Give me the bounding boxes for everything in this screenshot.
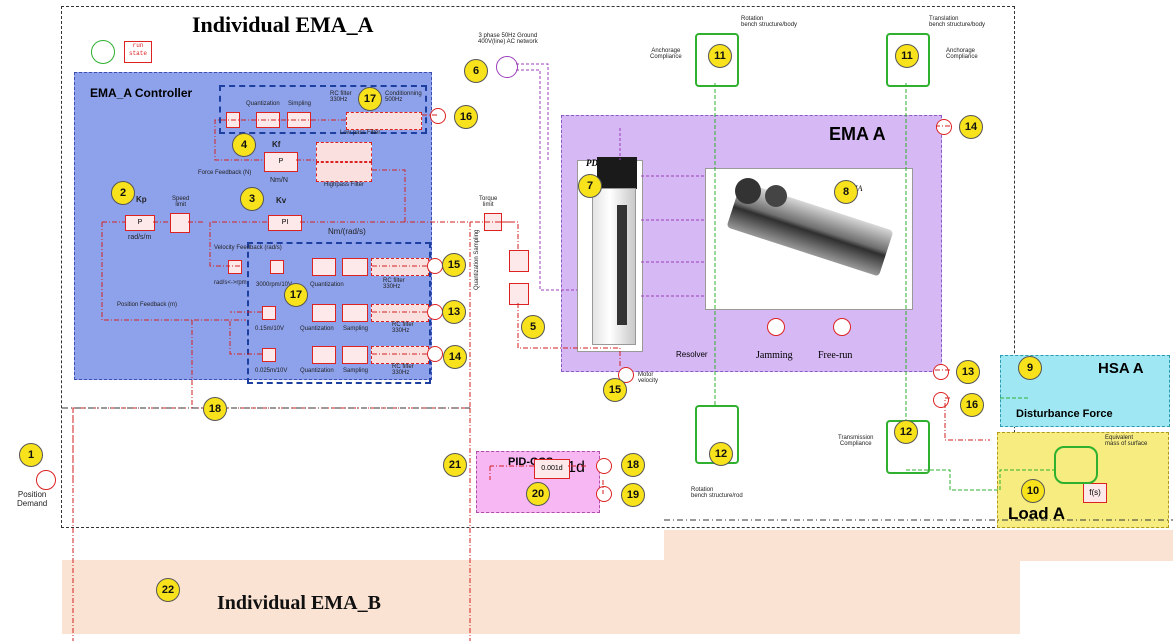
cond-rc-label: RC filter 330Hz: [330, 91, 352, 103]
rotation-rod-label: Rotation bench structure/rod: [691, 487, 743, 499]
pos-b-quant-label: Quantization: [300, 368, 334, 374]
marker-1: 1: [19, 443, 43, 467]
velocity-feedback-label: Velocity Feedback (rad/s): [214, 245, 282, 251]
marker-14-controller: 14: [443, 345, 467, 369]
marker-21: 21: [443, 453, 467, 477]
marker-15-ema: 15: [603, 378, 627, 402]
rad-s-m-label: rad/s/m: [128, 234, 151, 241]
anchorage-left-label: Anchorage Compliance: [650, 48, 682, 60]
pos-a-sampling-label: Sampling: [343, 326, 368, 332]
translation-body-label: Translation bench structure/body: [929, 16, 985, 28]
marker-13-controller: 13: [442, 300, 466, 324]
kp-label: Kp: [136, 195, 147, 204]
marker-20: 20: [526, 482, 550, 506]
pos-b-sampling-label: Sampling: [343, 368, 368, 374]
nm-rad-s-label: Nm/(rad/s): [328, 227, 366, 236]
marker-3: 3: [240, 187, 264, 211]
rad-rpm-label: rad/s<->rpm: [214, 280, 247, 286]
pos-a-quant-label: Quantization: [300, 326, 334, 332]
marker-11-right: 11: [895, 44, 919, 68]
low-pass-label: Low pass Filter: [340, 130, 380, 136]
marker-18-controller: 18: [203, 397, 227, 421]
transmission-label: Transmission Compliance: [838, 435, 873, 447]
nm-n-label: Nm/N: [270, 177, 288, 184]
marker-16-hsa: 16: [960, 393, 984, 417]
marker-14-ema: 14: [959, 115, 983, 139]
marker-9: 9: [1018, 356, 1042, 380]
motor-velocity-label: Motor velocity: [638, 372, 658, 384]
position-demand-label: Position Demand: [17, 490, 47, 508]
speed-limit-label: Speed limit: [172, 196, 189, 208]
marker-17-mid: 17: [284, 283, 308, 307]
marker-8: 8: [834, 180, 858, 204]
marker-2: 2: [111, 181, 135, 205]
marker-7: 7: [578, 174, 602, 198]
position-feedback-label: Position Feedback (m): [117, 302, 177, 308]
kf-label: Kf: [272, 140, 280, 149]
marker-5: 5: [521, 315, 545, 339]
force-feedback-label: Force Feedback (N): [198, 170, 251, 176]
vel-rc-label: RC filter 330Hz: [383, 278, 405, 290]
rotation-body-label: Rotation bench structure/body: [741, 16, 797, 28]
marker-13-hsa: 13: [956, 360, 980, 384]
marker-15-controller: 15: [442, 253, 466, 277]
marker-17-top: 17: [358, 87, 382, 111]
high-pass-label: Highpass Filter: [324, 182, 364, 188]
vel-quant-label: Quantization: [310, 282, 344, 288]
cond-quant-label: Quantization: [246, 101, 280, 107]
marker-11-left: 11: [708, 44, 732, 68]
m-10v-a-label: 0.15m/10V: [255, 326, 284, 332]
torque-limit-label: Torque limit: [479, 196, 497, 208]
network-label: 3 phase 50Hz Ground 400V(line) AC networ…: [478, 33, 538, 45]
kv-label: Kv: [276, 196, 286, 205]
marker-12-right: 12: [894, 420, 918, 444]
marker-22: 22: [156, 578, 180, 602]
marker-10: 10: [1021, 479, 1045, 503]
marker-16-controller: 16: [454, 105, 478, 129]
marker-18-pid: 18: [621, 453, 645, 477]
pos-a-rc-label: RC filter 330Hz: [392, 322, 414, 334]
marker-19: 19: [621, 483, 645, 507]
anchorage-right-label: Anchorage Compliance: [946, 48, 978, 60]
marker-12-left: 12: [709, 442, 733, 466]
m-10v-b-label: 0.025m/10V: [255, 368, 287, 374]
conditioning-label: Conditionning 500Hz: [385, 91, 422, 103]
marker-4: 4: [232, 133, 256, 157]
cond-sampling-label: Simpling: [288, 101, 311, 107]
marker-6: 6: [464, 59, 488, 83]
pde-quant-sampling-label: Quantization Sampling: [474, 230, 480, 290]
pos-b-rc-label: RC filter 330Hz: [392, 364, 414, 376]
